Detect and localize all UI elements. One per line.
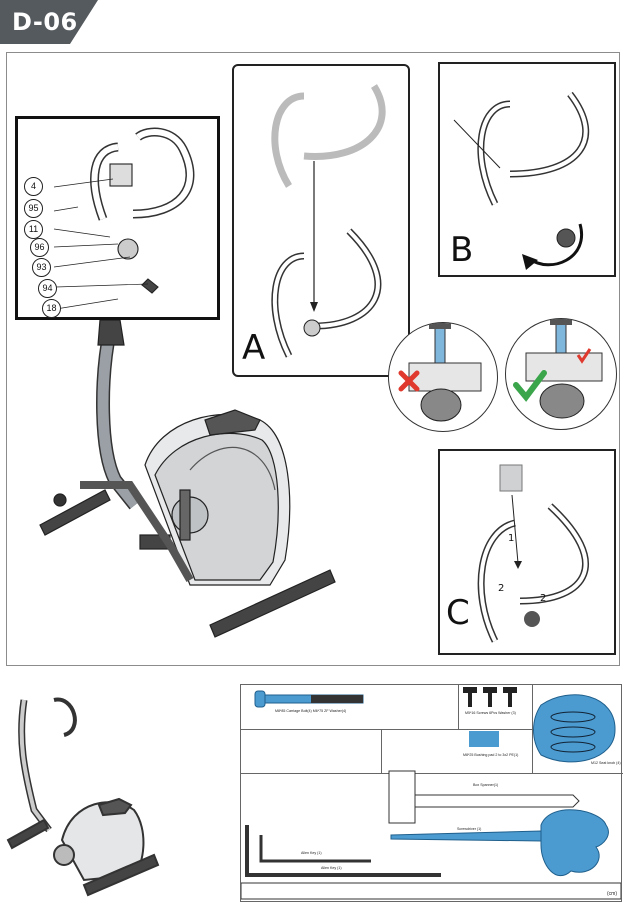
assembled-bike-thumbnail — [6, 697, 160, 897]
box-spanner-label: Box Spanner(1) — [473, 783, 499, 787]
step-tab-shape — [0, 0, 98, 44]
hardware-divider-5 — [241, 773, 623, 774]
panel-b: B — [438, 62, 616, 277]
callout-95: 95 — [24, 199, 43, 218]
callout-96: 96 — [30, 238, 49, 257]
ruler-unit-label: (cm) — [607, 891, 617, 897]
step-number-2b: 2 — [540, 593, 547, 604]
panel-b-letter: B — [450, 230, 474, 270]
allen-key-small-label: Allen Key (1) — [301, 851, 322, 855]
right-install-illustration — [513, 319, 603, 419]
screwdriver-label: Screwdriver (1) — [457, 827, 482, 831]
callout-93: 93 — [32, 258, 51, 277]
hardware-divider-4 — [381, 729, 382, 773]
screws-label: M5*16 Screws 6Pcs Washer (3) — [465, 711, 516, 715]
hardware-divider-1 — [241, 729, 532, 730]
step-tab: D-06 — [0, 0, 98, 44]
hardware-divider-2 — [458, 685, 459, 729]
panel-a-illustration — [271, 84, 386, 358]
hardware-illustrations — [241, 687, 621, 900]
callout-18: 18 — [42, 299, 61, 318]
allen-key-large-label: Allen Key (1) — [321, 866, 342, 870]
hardware-divider-3 — [532, 685, 533, 773]
main-frame — [6, 52, 620, 666]
bike-illustration — [39, 319, 336, 638]
step-number-1: 1 — [508, 533, 515, 544]
panel-b-illustration — [453, 91, 590, 270]
callout-94: 94 — [38, 279, 57, 298]
bushing-label: M8*25 Bushing pad 2 to 3x2 PE(1) — [463, 753, 519, 757]
exploded-detail-panel: 4 95 11 96 93 94 18 — [15, 116, 220, 320]
blue-part-label: M12 Seat knob (4) — [591, 761, 621, 765]
callout-11: 11 — [24, 220, 43, 239]
wrong-install-detail — [388, 322, 498, 432]
panel-c: 1 2 2 C — [438, 449, 616, 655]
panel-a: A — [232, 64, 410, 377]
panel-a-letter: A — [242, 328, 266, 368]
wrong-install-illustration — [398, 323, 482, 422]
callout-4: 4 — [24, 177, 43, 196]
right-install-detail — [505, 318, 617, 430]
step-label: D-06 — [12, 8, 78, 36]
hardware-chart: M8*85 Carriage Bolt(4) M6*75 ZF Washer(4… — [240, 684, 623, 902]
panel-c-illustration — [477, 464, 590, 643]
step-number-2a: 2 — [498, 583, 505, 594]
handlebar-exploded-view — [53, 127, 195, 310]
bolt-label: M8*85 Carriage Bolt(4) M6*75 ZF Washer(4… — [275, 709, 347, 713]
panel-c-letter: C — [446, 593, 470, 633]
